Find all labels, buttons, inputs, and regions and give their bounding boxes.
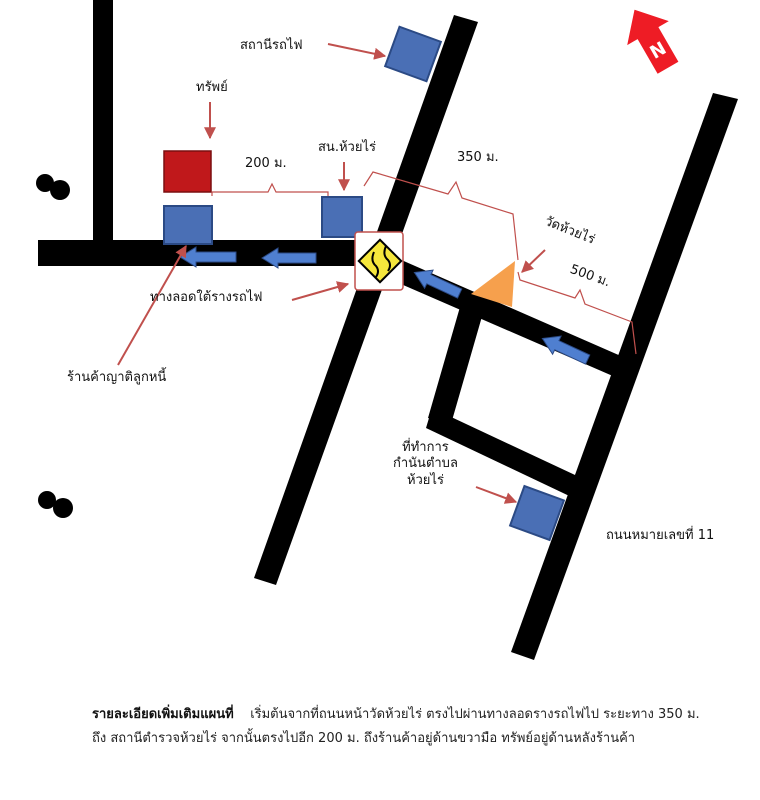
tree-symbol-1: [36, 174, 70, 200]
route-arrow-4: [541, 335, 591, 365]
map-description: รายละเอียดเพิ่มเติมแผนที่ เริ่มต้นจากที่…: [92, 703, 712, 751]
dimension-500: [517, 271, 637, 355]
road-11: [511, 93, 738, 660]
road-loop-bottom: [426, 408, 590, 502]
train-station-building: [383, 25, 443, 83]
label-underpass: ทางลอดใต้รางรถไฟ: [150, 290, 263, 305]
road-railway-diagonal: [254, 15, 478, 585]
description-body: เริ่มต้นจากที่ถนนหน้าวัดห้วยไร่ ตรงไปผ่า…: [92, 707, 700, 746]
property-marker: [163, 150, 212, 193]
tree-symbol-2: [38, 491, 73, 518]
subdistrict-office-building: [508, 484, 566, 542]
description-heading: รายละเอียดเพิ่มเติมแผนที่: [92, 707, 234, 722]
label-property: ทรัพย์: [196, 80, 228, 95]
road-left-vertical: [93, 0, 113, 252]
north-compass-icon: N: [627, 9, 679, 74]
temple-marker: [471, 261, 515, 307]
pointer-underpass: [291, 281, 350, 301]
dimension-200: [211, 182, 329, 196]
route-arrow-2: [261, 247, 317, 269]
label-shop: ร้านค้าญาติลูกหนี้: [67, 370, 167, 385]
label-distance-350: 350 ม.: [457, 150, 499, 165]
pointer-station: [327, 43, 387, 60]
pointer-temple: [521, 249, 546, 273]
route-arrow-1: [179, 246, 237, 268]
pointer-shop: [117, 244, 187, 366]
dimension-350: [363, 171, 519, 261]
label-police-station: สน.ห้วยไร่: [318, 140, 376, 155]
label-subdistrict-office: ที่ทำการ กำนันตำบล ห้วยไร่: [393, 440, 458, 489]
shop-building: [163, 205, 213, 245]
label-road-11: ถนนหมายเลขที่ 11: [606, 528, 715, 543]
label-office-line1: ที่ทำการ: [402, 440, 449, 455]
pointer-office: [475, 486, 518, 504]
police-station-building: [321, 196, 363, 238]
road-loop-vertical: [428, 300, 485, 424]
dimension-lines: [211, 171, 637, 355]
map-canvas: N: [36, 0, 738, 660]
label-office-line3: ห้วยไร่: [406, 472, 444, 488]
pointer-arrows: [117, 43, 546, 504]
underpass-sign: [354, 231, 404, 291]
route-arrows: [179, 246, 591, 365]
label-train-station: สถานีรถไฟ: [240, 38, 303, 53]
label-distance-200: 200 ม.: [245, 156, 287, 171]
label-office-line2: กำนันตำบล: [393, 456, 458, 472]
route-arrow-3: [413, 269, 463, 299]
